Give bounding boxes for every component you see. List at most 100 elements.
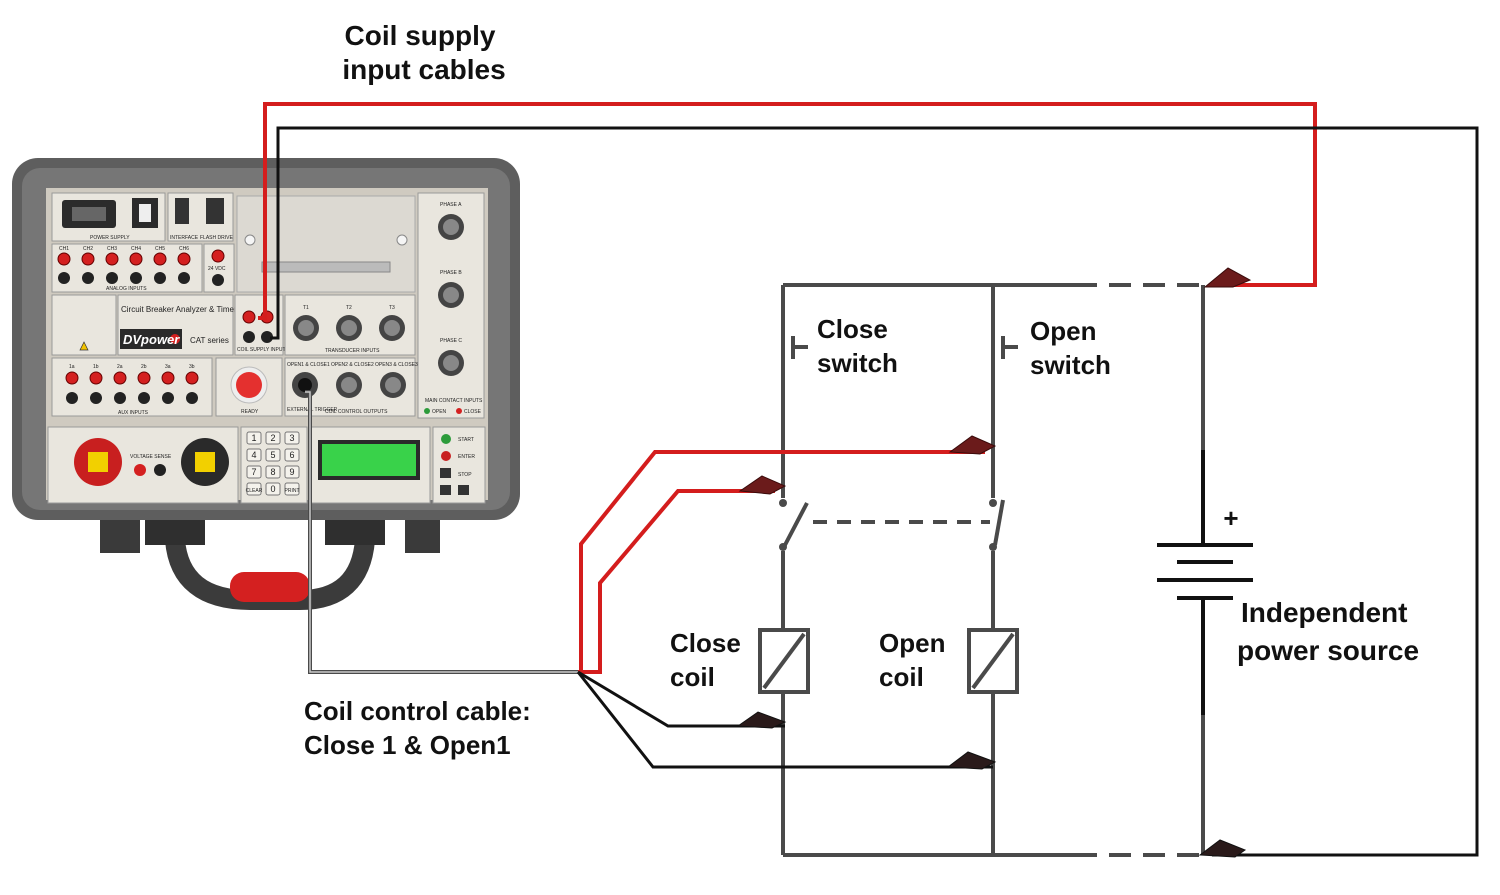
labels: Coil supply input cables Close switch Op… xyxy=(304,20,1419,760)
aux-terminal-red[interactable] xyxy=(185,371,199,385)
open-black-clamp[interactable] xyxy=(946,751,997,770)
open-close-2-label: OPEN2 & CLOSE2 xyxy=(331,362,374,368)
transducer-t3-inner xyxy=(384,320,400,336)
analog-inputs-label: ANALOG INPUTS xyxy=(106,286,147,292)
close-indicator xyxy=(456,408,462,414)
coil-supply-black-2[interactable] xyxy=(261,331,273,343)
phase-c-label: PHASE C xyxy=(440,338,462,344)
supply-red-clamp[interactable] xyxy=(1203,267,1252,288)
t2-label: T2 xyxy=(346,305,352,311)
flash-drive-label: FLASH DRIVE xyxy=(200,235,233,241)
aux-terminal-black[interactable] xyxy=(186,392,198,404)
analog-terminal-red[interactable] xyxy=(57,252,71,266)
interface-port[interactable] xyxy=(175,198,189,224)
voltage-sense-red[interactable] xyxy=(134,464,146,476)
aux-terminal-black[interactable] xyxy=(90,392,102,404)
analog-terminal-black[interactable] xyxy=(178,272,190,284)
flash-drive-port[interactable] xyxy=(206,198,224,224)
keypad-key[interactable] xyxy=(284,465,300,479)
aux-terminal-red[interactable] xyxy=(137,371,151,385)
open-indicator xyxy=(424,408,430,414)
ready-label: READY xyxy=(241,409,259,415)
analog-terminal-red[interactable] xyxy=(105,252,119,266)
keypad-key-label: 4 xyxy=(251,450,256,460)
analog-terminal-black[interactable] xyxy=(154,272,166,284)
aux-terminal-red[interactable] xyxy=(113,371,127,385)
keypad-key[interactable] xyxy=(284,448,300,462)
voltage-sense-black[interactable] xyxy=(154,464,166,476)
aux-terminal-red[interactable] xyxy=(89,371,103,385)
aux-terminal-black[interactable] xyxy=(162,392,174,404)
aux-inputs-label: AUX INPUTS xyxy=(118,410,149,416)
keypad-key[interactable] xyxy=(246,482,262,496)
open-coil-label-1: Open xyxy=(879,628,945,658)
analog-terminal-red[interactable] xyxy=(129,252,143,266)
close-black-clamp[interactable] xyxy=(736,711,787,729)
analog-terminal-black[interactable] xyxy=(130,272,142,284)
vdc-terminal-black[interactable] xyxy=(212,274,224,286)
keypad-key[interactable] xyxy=(265,448,281,462)
vdc-terminal-red[interactable] xyxy=(211,249,225,263)
foot-right xyxy=(405,515,440,553)
open-close-3-label: OPEN3 & CLOSE3 xyxy=(375,362,418,368)
keypad-key[interactable] xyxy=(284,482,300,496)
close-red-clamp[interactable] xyxy=(738,475,787,495)
analog-terminal-red[interactable] xyxy=(177,252,191,266)
coil-supply-red-1[interactable] xyxy=(242,310,256,324)
aux-terminal-black[interactable] xyxy=(66,392,78,404)
keypad-key-label: 8 xyxy=(270,467,275,477)
enter-button[interactable] xyxy=(441,451,451,461)
phase-a-label: PHASE A xyxy=(440,202,462,208)
keypad-key-label: 1 xyxy=(251,433,256,443)
printer-screw-right xyxy=(396,234,408,246)
aux-channel-label: 2b xyxy=(141,364,147,370)
left-breaker-blade xyxy=(783,502,809,546)
supply-black-clamp[interactable] xyxy=(1198,839,1247,858)
analog-channel-label: CH6 xyxy=(179,246,189,252)
keypad-key[interactable] xyxy=(284,431,300,445)
lcd-screen xyxy=(322,444,416,476)
voltage-terminal-red-core xyxy=(88,452,108,472)
start-button[interactable] xyxy=(441,434,451,444)
transducer-t1-inner xyxy=(298,320,314,336)
analog-terminal-red[interactable] xyxy=(81,252,95,266)
enter-label: ENTER xyxy=(458,454,475,460)
analog-terminal-black[interactable] xyxy=(82,272,94,284)
close-switch-label-1: Close xyxy=(817,314,888,344)
coil-supply-input-label: COIL SUPPLY INPUT xyxy=(237,347,286,353)
open-close-1-label: OPEN1 & CLOSE1 xyxy=(287,362,330,368)
keypad-key[interactable] xyxy=(246,465,262,479)
ready-button[interactable] xyxy=(236,372,262,398)
power-source-label-2: power source xyxy=(1237,635,1419,666)
keypad-key[interactable] xyxy=(246,431,262,445)
handle-grip[interactable] xyxy=(230,572,310,602)
aux-terminal-red[interactable] xyxy=(65,371,79,385)
open-switch-label-1: Open xyxy=(1030,316,1096,346)
analog-terminal-black[interactable] xyxy=(106,272,118,284)
analog-terminal-red[interactable] xyxy=(153,252,167,266)
aux-terminal-black[interactable] xyxy=(114,392,126,404)
power-switch-rocker xyxy=(139,204,151,222)
keypad-key[interactable] xyxy=(265,482,281,496)
voltage-sense-label: VOLTAGE SENSE xyxy=(130,454,172,460)
coil-supply-input-block xyxy=(234,294,284,356)
power-source-label-1: Independent xyxy=(1241,597,1407,628)
phase-c-connector-inner xyxy=(443,355,459,371)
open-red-clamp[interactable] xyxy=(948,435,997,455)
power-supply-label: POWER SUPPLY xyxy=(90,235,130,241)
aux-terminal-red[interactable] xyxy=(161,371,175,385)
down-arrow-button[interactable] xyxy=(440,485,451,495)
keypad-key[interactable] xyxy=(265,465,281,479)
foot-left xyxy=(100,515,140,553)
up-arrow-button[interactable] xyxy=(440,468,451,478)
aux-terminal-black[interactable] xyxy=(138,392,150,404)
keypad-key-label: 9 xyxy=(289,467,294,477)
right-arrow-button[interactable] xyxy=(458,485,469,495)
keypad-key[interactable] xyxy=(265,431,281,445)
analog-terminal-black[interactable] xyxy=(58,272,70,284)
coil-control-cable-highlight xyxy=(305,391,578,673)
coil-supply-black-wire xyxy=(270,126,1479,857)
coil-supply-black-1[interactable] xyxy=(243,331,255,343)
keypad-key[interactable] xyxy=(246,448,262,462)
